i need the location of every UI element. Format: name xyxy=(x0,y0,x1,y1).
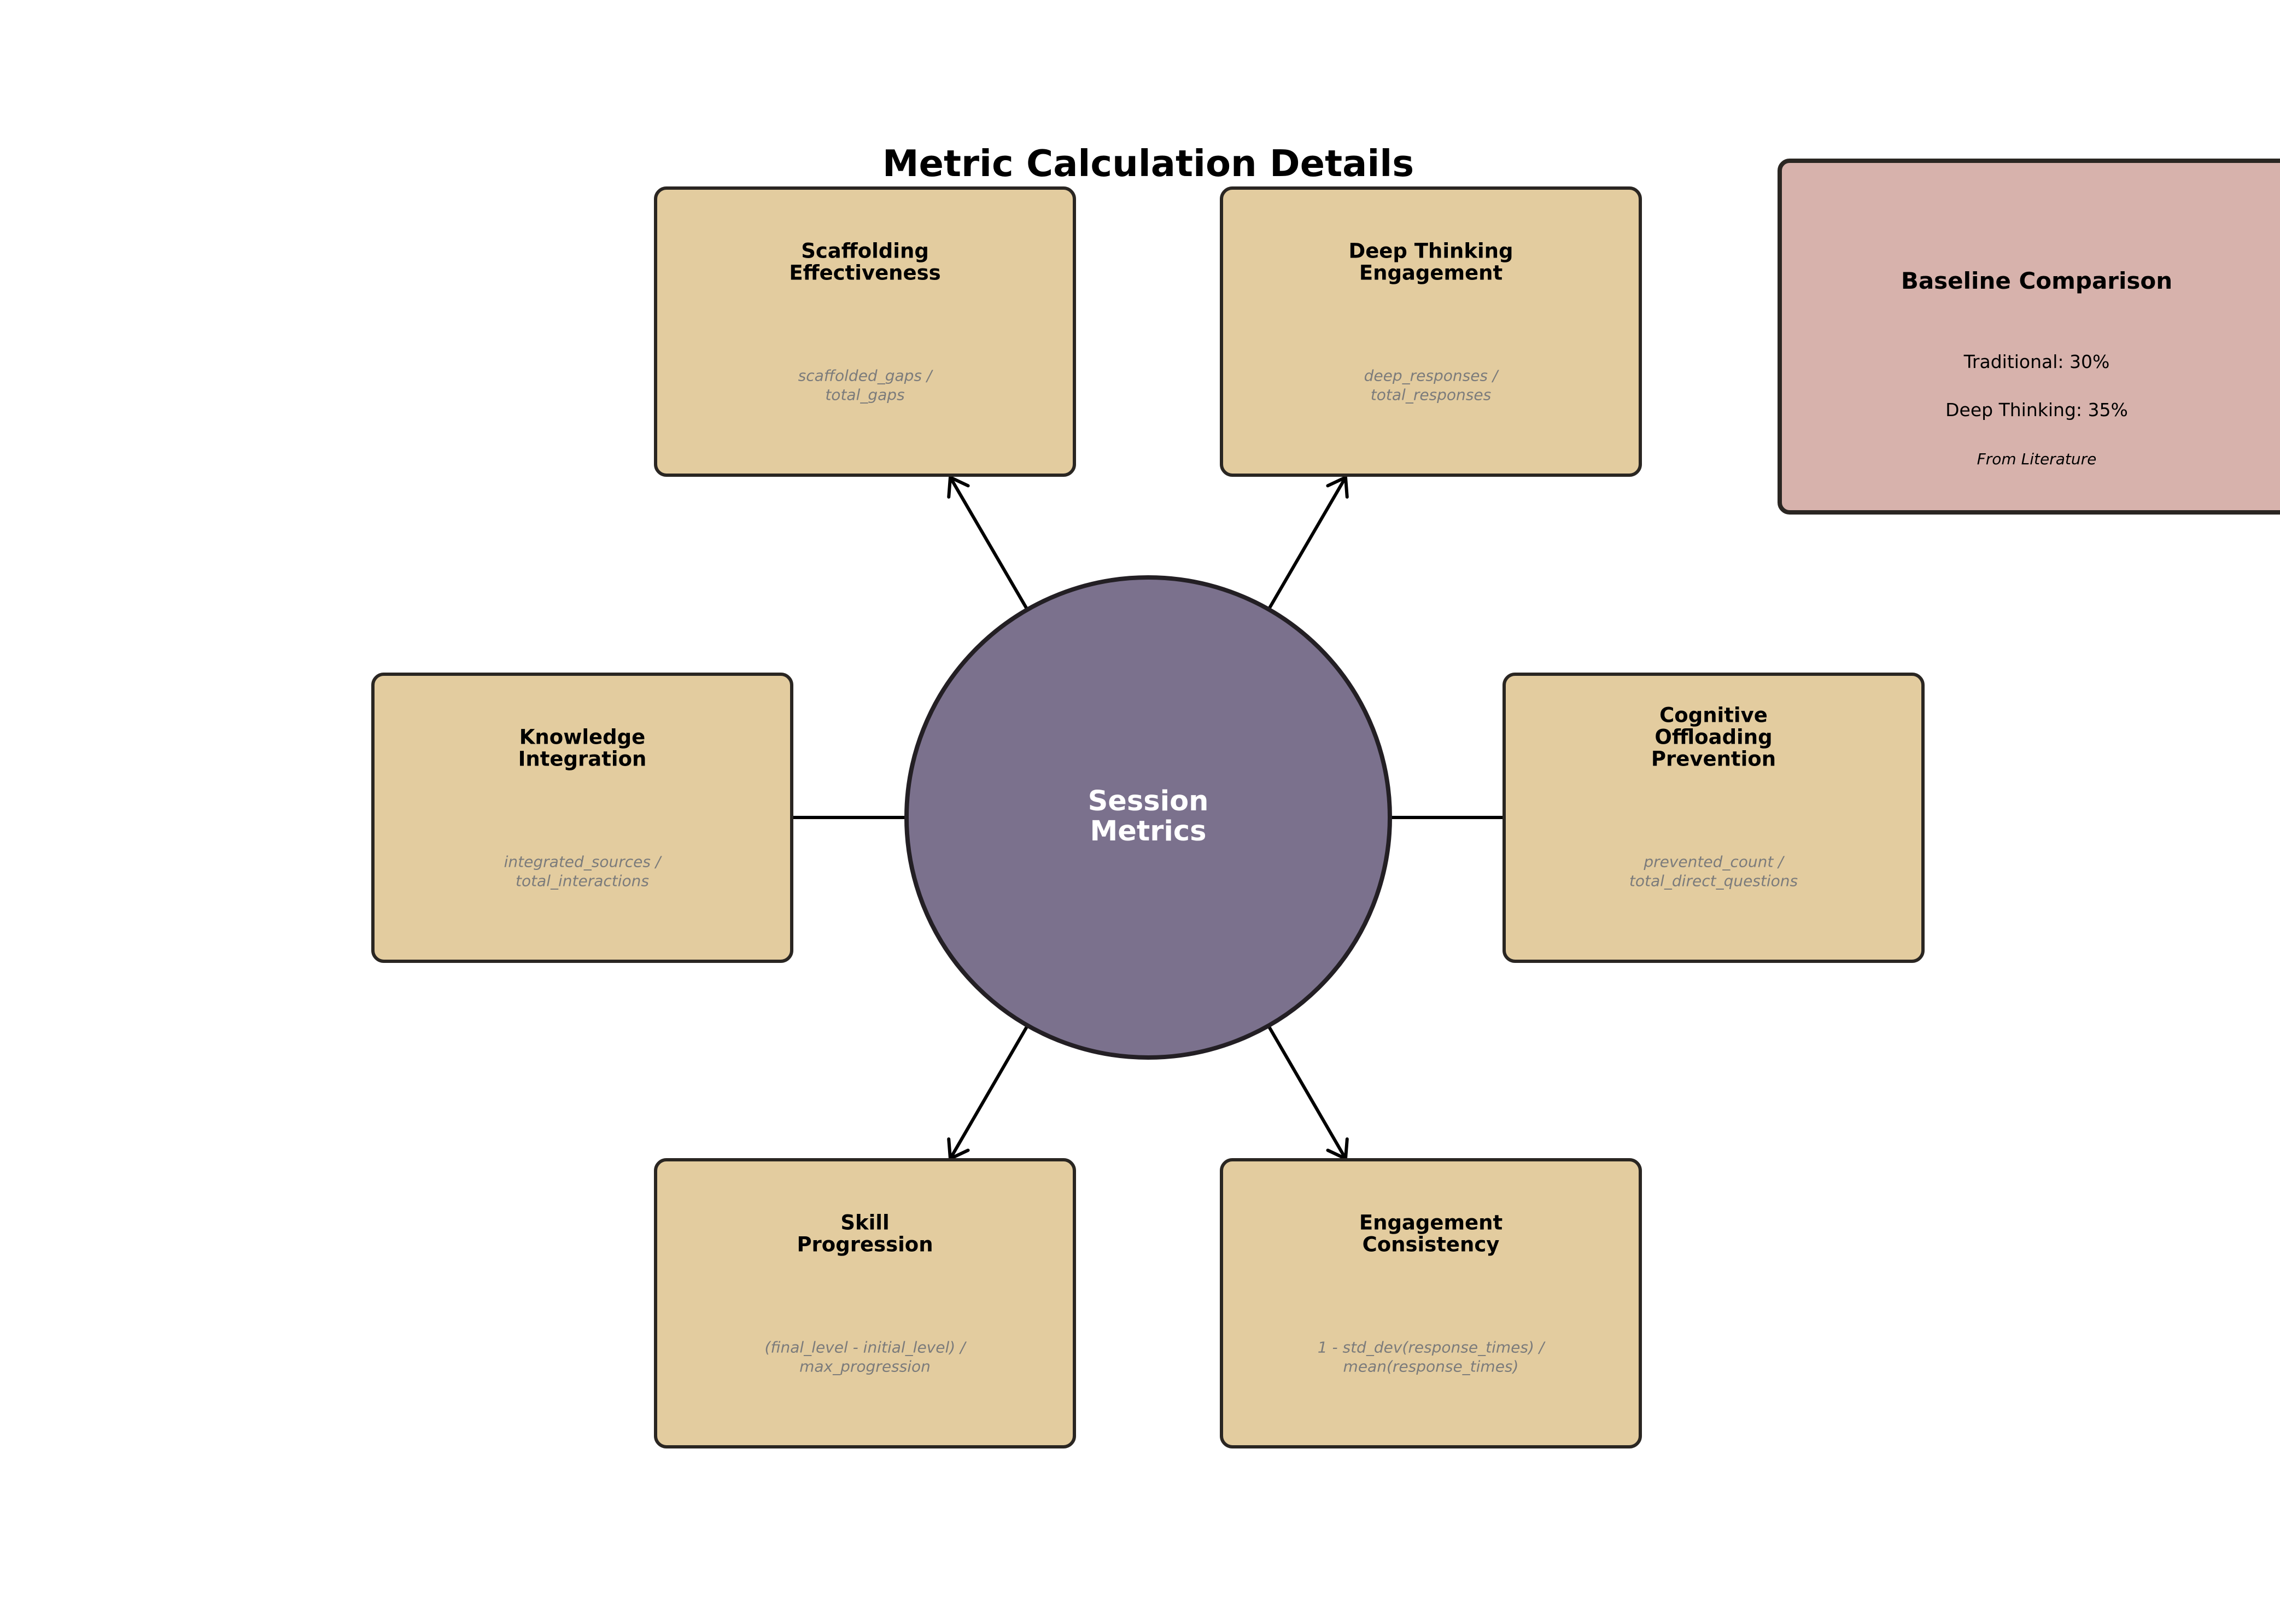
metric-title-line: Progression xyxy=(797,1233,933,1257)
metric-title-line: Integration xyxy=(518,747,647,771)
metric-formula-line: (final_level - initial_level) / xyxy=(764,1339,967,1357)
metric-title-line: Skill xyxy=(840,1211,889,1235)
hub-circle xyxy=(904,575,1392,1060)
metric-title-line: Engagement xyxy=(1359,1211,1503,1235)
metric-formula-line: total_direct_questions xyxy=(1629,872,1798,890)
metric-title-line: Offloading xyxy=(1655,726,1772,749)
metric-box-background xyxy=(1503,673,1925,963)
baseline-item: Traditional: 30% xyxy=(1963,351,2110,372)
baseline-panel-background xyxy=(1778,159,2280,515)
metric-formula-line: integrated_sources / xyxy=(504,853,662,871)
metric-box-background xyxy=(1220,1158,1642,1448)
metric-formula-line: 1 - std_dev(response_times) / xyxy=(1318,1339,1546,1357)
hub-label-line: Metrics xyxy=(1090,815,1207,848)
metric-box-background xyxy=(654,1158,1076,1448)
metric-formula-line: deep_responses / xyxy=(1364,367,1499,385)
arrow-shaft xyxy=(949,1001,1043,1160)
hub-label-line: Session xyxy=(1088,785,1209,817)
arrow-to-scaffolding xyxy=(947,476,1043,635)
metric-title-line: Consistency xyxy=(1363,1233,1500,1257)
arrow-shaft xyxy=(949,476,1043,635)
metric-box-background xyxy=(1220,186,1642,477)
baseline-source: From Literature xyxy=(1977,450,2097,468)
metric-formula-line: total_interactions xyxy=(516,872,649,890)
metric-formula-line: total_gaps xyxy=(825,386,904,404)
arrow-shaft xyxy=(1253,476,1347,635)
metric-title-line: Engagement xyxy=(1359,261,1503,285)
metric-title-line: Deep Thinking xyxy=(1349,239,1513,263)
metric-title-line: Cognitive xyxy=(1659,704,1768,727)
arrow-to-deep-thinking xyxy=(1253,476,1349,635)
metric-formula-line: total_responses xyxy=(1371,386,1491,404)
arrow-head xyxy=(947,476,970,499)
metric-title-line: Effectiveness xyxy=(789,261,940,285)
diagram-title: Metric Calculation Details xyxy=(882,142,1414,185)
metric-formula-line: max_progression xyxy=(799,1358,931,1376)
metric-title-line: Scaffolding xyxy=(801,239,929,263)
metric-box-background xyxy=(371,673,793,963)
baseline-item: Deep Thinking: 35% xyxy=(1945,399,2128,420)
metric-box-background xyxy=(654,186,1076,477)
metric-formula-line: prevented_count / xyxy=(1643,853,1785,871)
metric-formula-line: mean(response_times) xyxy=(1343,1358,1519,1376)
metric-title-line: Knowledge xyxy=(519,726,645,749)
metric-formula-line: scaffolded_gaps / xyxy=(798,367,933,385)
arrow-head xyxy=(1326,476,1349,499)
arrow-shaft xyxy=(1253,1001,1347,1160)
metric-title-line: Prevention xyxy=(1651,747,1776,771)
baseline-title: Baseline Comparison xyxy=(1901,267,2172,294)
